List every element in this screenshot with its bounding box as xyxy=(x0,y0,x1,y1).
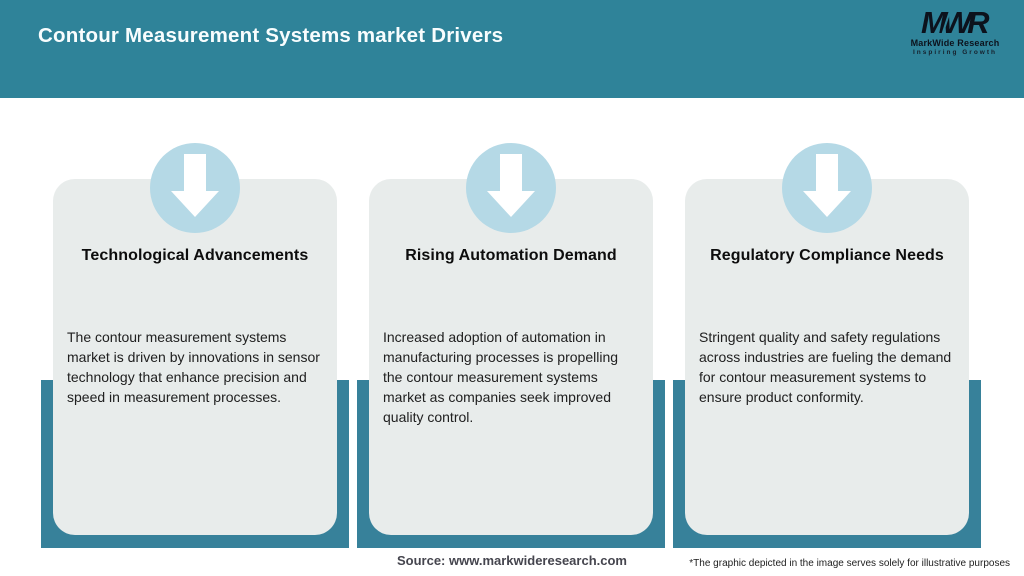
logo-monogram-text: MWR xyxy=(921,5,989,40)
arrow-down-icon xyxy=(150,143,240,233)
markwide-logo: MWR MarkWide Research Inspiring Growth xyxy=(896,6,1014,57)
card-body: The contour measurement systems market i… xyxy=(67,329,320,405)
card-body: Stringent quality and safety regulations… xyxy=(699,329,952,405)
logo-tagline: Inspiring Growth xyxy=(913,49,997,56)
source-text: Source: www.markwideresearch.com xyxy=(396,553,627,568)
header-bar: Contour Measurement Systems market Drive… xyxy=(0,0,1024,98)
driver-card: Technological Advancements The contour m… xyxy=(53,179,337,535)
page-title: Contour Measurement Systems market Drive… xyxy=(38,24,504,47)
driver-column-technological-advancements: Technological Advancements The contour m… xyxy=(41,143,349,576)
driver-card: Regulatory Compliance Needs Stringent qu… xyxy=(685,179,969,535)
card-body: Increased adoption of automation in manu… xyxy=(383,329,619,425)
driver-column-regulatory-compliance-needs: Regulatory Compliance Needs Stringent qu… xyxy=(673,143,981,576)
driver-card: Rising Automation Demand Increased adopt… xyxy=(369,179,653,535)
driver-column-rising-automation-demand: Rising Automation Demand Increased adopt… xyxy=(357,143,665,576)
card-title: Rising Automation Demand xyxy=(405,247,617,264)
logo-name: MarkWide Research xyxy=(910,38,1000,48)
card-title: Regulatory Compliance Needs xyxy=(710,247,944,264)
disclaimer-text: *The graphic depicted in the image serve… xyxy=(689,558,1010,569)
arrow-down-icon xyxy=(466,143,556,233)
arrow-down-icon xyxy=(782,143,872,233)
logo-monogram: MWR xyxy=(921,6,989,40)
card-title: Technological Advancements xyxy=(81,247,309,264)
